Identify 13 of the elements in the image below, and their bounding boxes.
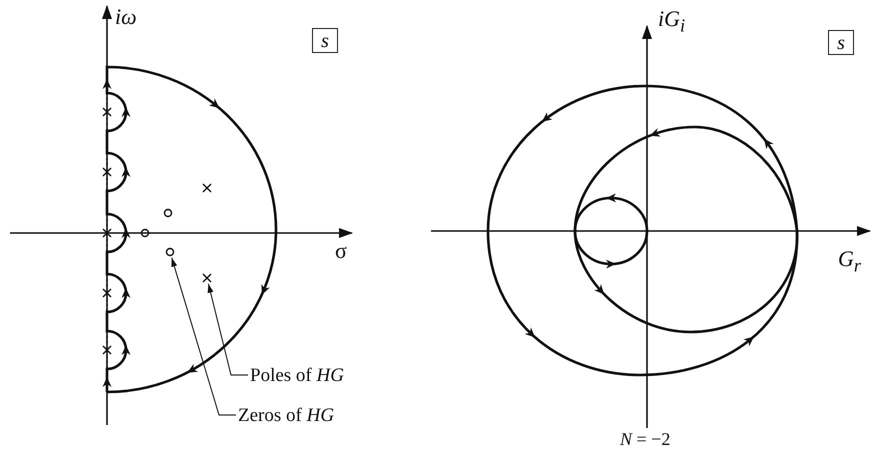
axis-label: iω: [115, 6, 137, 28]
axis-label: iG$_{i}$: [658, 8, 686, 35]
leader-line: [208, 283, 248, 376]
plane-label: s: [312, 28, 338, 53]
axis-label: σ: [335, 240, 347, 262]
leader-line: [171, 257, 236, 416]
callout-label: Poles of HG: [250, 366, 344, 385]
plane-label: s: [828, 30, 854, 55]
figure-note: N = −2: [620, 430, 670, 448]
callout-label: Zeros of HG: [238, 406, 334, 425]
axis-label: G$_{r}$: [838, 248, 862, 275]
pole-marker: [202, 273, 212, 283]
zero-marker: [166, 248, 174, 256]
